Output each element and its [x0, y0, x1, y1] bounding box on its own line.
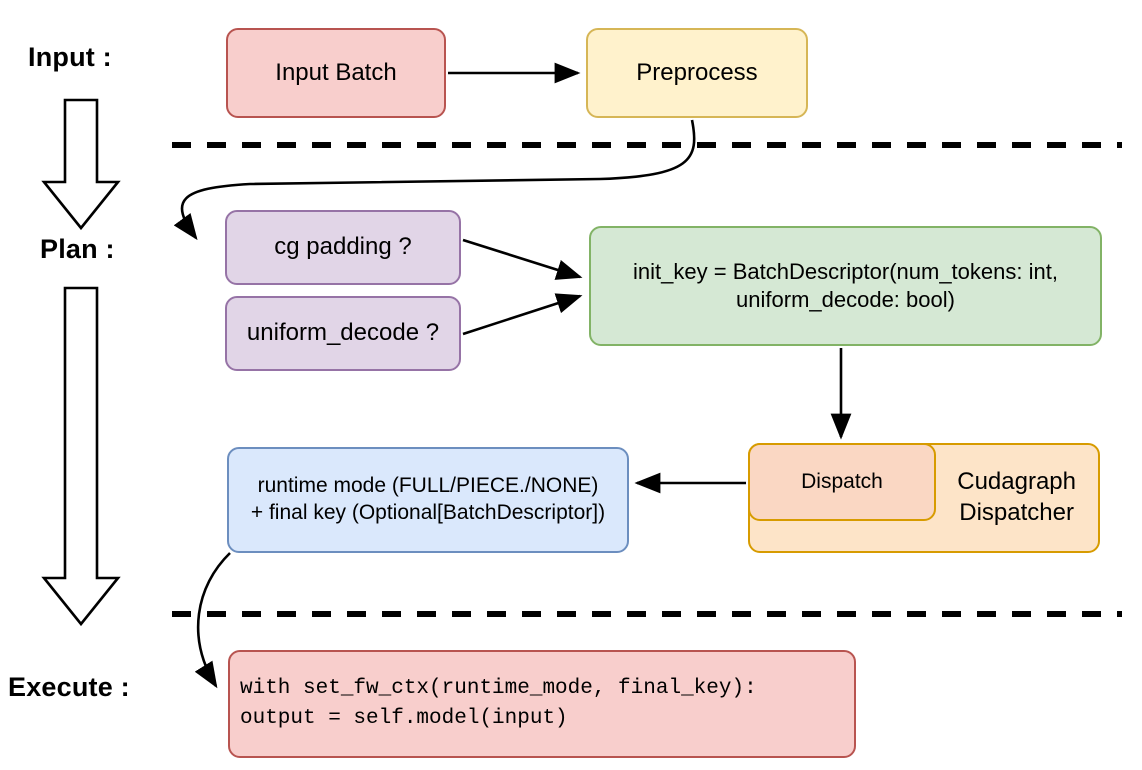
stage-label-execute: Execute : — [8, 672, 130, 702]
edge-uniform-decode-to-init-key — [462, 293, 583, 336]
stage-label-input: Input : — [28, 42, 112, 72]
node-input-batch-label: Input Batch — [275, 58, 397, 86]
node-runtime-mode-label: runtime mode (FULL/PIECE./NONE) + final … — [250, 474, 606, 524]
node-cudagraph-dispatcher-label: Cudagraph Dispatcher — [957, 468, 1076, 526]
plan-to-execute-block-arrow — [41, 286, 121, 627]
node-uniform-decode[interactable]: uniform_decode ? — [225, 296, 461, 371]
node-preprocess-label: Preprocess — [636, 58, 758, 86]
node-uniform-decode-label: uniform_decode ? — [246, 319, 440, 347]
node-dispatch[interactable]: Dispatch — [748, 443, 936, 521]
edge-cg-padding-to-init-key — [462, 238, 583, 280]
edge-runtime-mode-to-execute-code — [194, 552, 231, 689]
node-init-key-label: init_key = BatchDescriptor(num_tokens: i… — [633, 258, 1058, 312]
node-preprocess[interactable]: Preprocess — [586, 28, 808, 118]
node-cg-padding[interactable]: cg padding ? — [225, 210, 461, 285]
node-execute-code-label: with set_fw_ctx(runtime_mode, final_key)… — [240, 676, 757, 730]
node-runtime-mode[interactable]: runtime mode (FULL/PIECE./NONE) + final … — [227, 447, 629, 553]
node-init-key[interactable]: init_key = BatchDescriptor(num_tokens: i… — [589, 226, 1102, 346]
node-input-batch[interactable]: Input Batch — [226, 28, 446, 118]
node-cg-padding-label: cg padding ? — [274, 233, 412, 261]
stage-label-plan: Plan : — [40, 234, 115, 264]
node-execute-code[interactable]: with set_fw_ctx(runtime_mode, final_key)… — [228, 650, 856, 758]
node-dispatch-label: Dispatch — [801, 469, 883, 493]
input-to-plan-block-arrow — [41, 98, 121, 231]
